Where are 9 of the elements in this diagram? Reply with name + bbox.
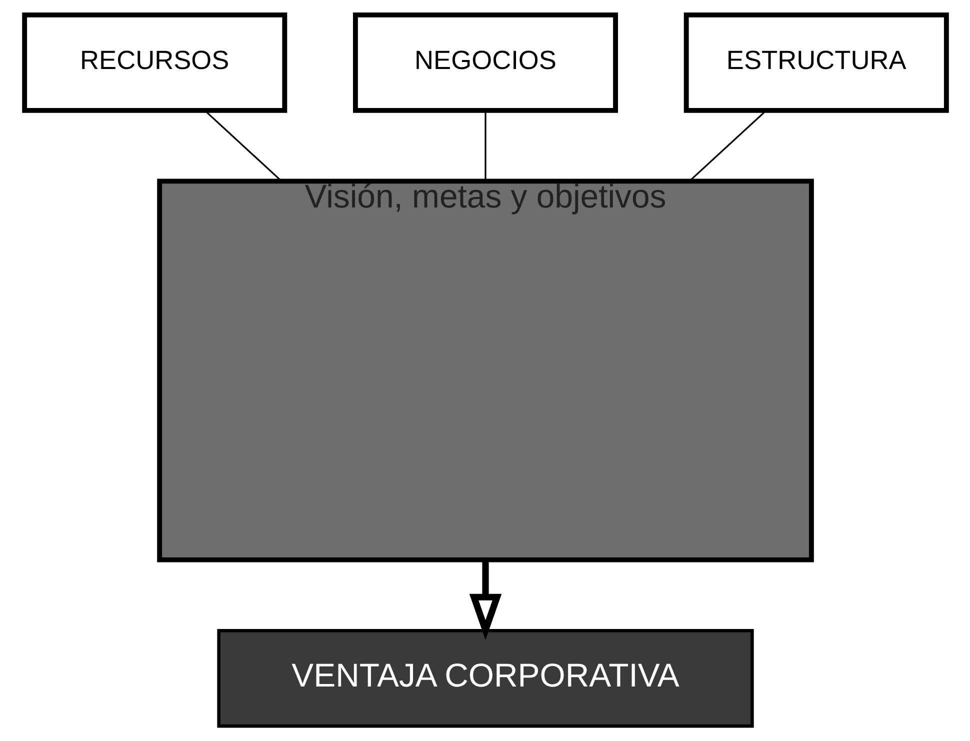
node-box: NEGOCIOS (352, 12, 618, 113)
connector (484, 110, 486, 181)
arrow (468, 560, 502, 640)
connector (204, 110, 282, 182)
node-box: ESTRUCTURA (683, 12, 948, 113)
node-box: Visión, metas y objetivos (156, 178, 814, 562)
connector (688, 110, 766, 182)
node-box: VENTAJA CORPORATIVA (216, 628, 754, 728)
node-box: RECURSOS (22, 12, 287, 113)
